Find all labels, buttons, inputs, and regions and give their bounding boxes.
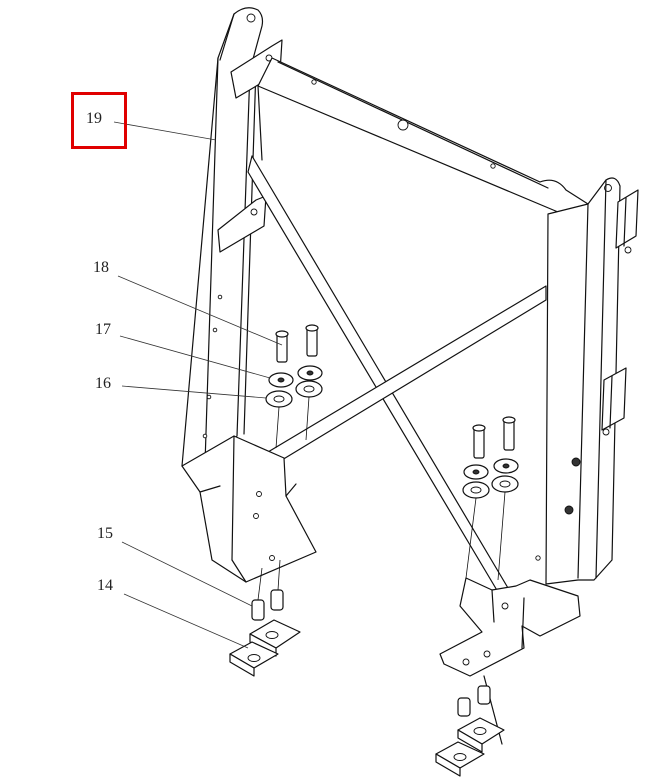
callout-15-label: 15 xyxy=(97,525,113,542)
leader-16 xyxy=(121,385,267,399)
right-foot-bracket xyxy=(439,577,581,745)
leader-14 xyxy=(123,593,249,649)
left-leveling-feet xyxy=(229,559,301,677)
left-bolt-stack xyxy=(265,324,323,449)
right-bolt-stack xyxy=(462,416,519,581)
middle-left-bracket xyxy=(217,195,267,253)
callout-14-label: 14 xyxy=(97,577,113,594)
leader-18 xyxy=(117,275,283,346)
right-leveling-feet xyxy=(435,685,505,777)
leader-17 xyxy=(119,335,271,379)
leader-15 xyxy=(121,541,253,607)
callout-19-label: 19 xyxy=(86,110,102,127)
upper-left-bracket xyxy=(230,39,283,99)
callout-17-label: 17 xyxy=(95,321,111,338)
right-lower-hinge xyxy=(601,367,627,436)
leader-lines xyxy=(113,121,283,649)
right-upright-post xyxy=(535,177,621,585)
callout-16-label: 16 xyxy=(95,375,111,392)
right-upper-hinge xyxy=(615,189,639,254)
callout-19-highlight-box xyxy=(71,92,127,149)
leader-19 xyxy=(113,121,217,141)
callout-18-label: 18 xyxy=(93,259,109,276)
top-cross-beam xyxy=(257,57,589,223)
left-foot-bracket xyxy=(181,435,317,583)
